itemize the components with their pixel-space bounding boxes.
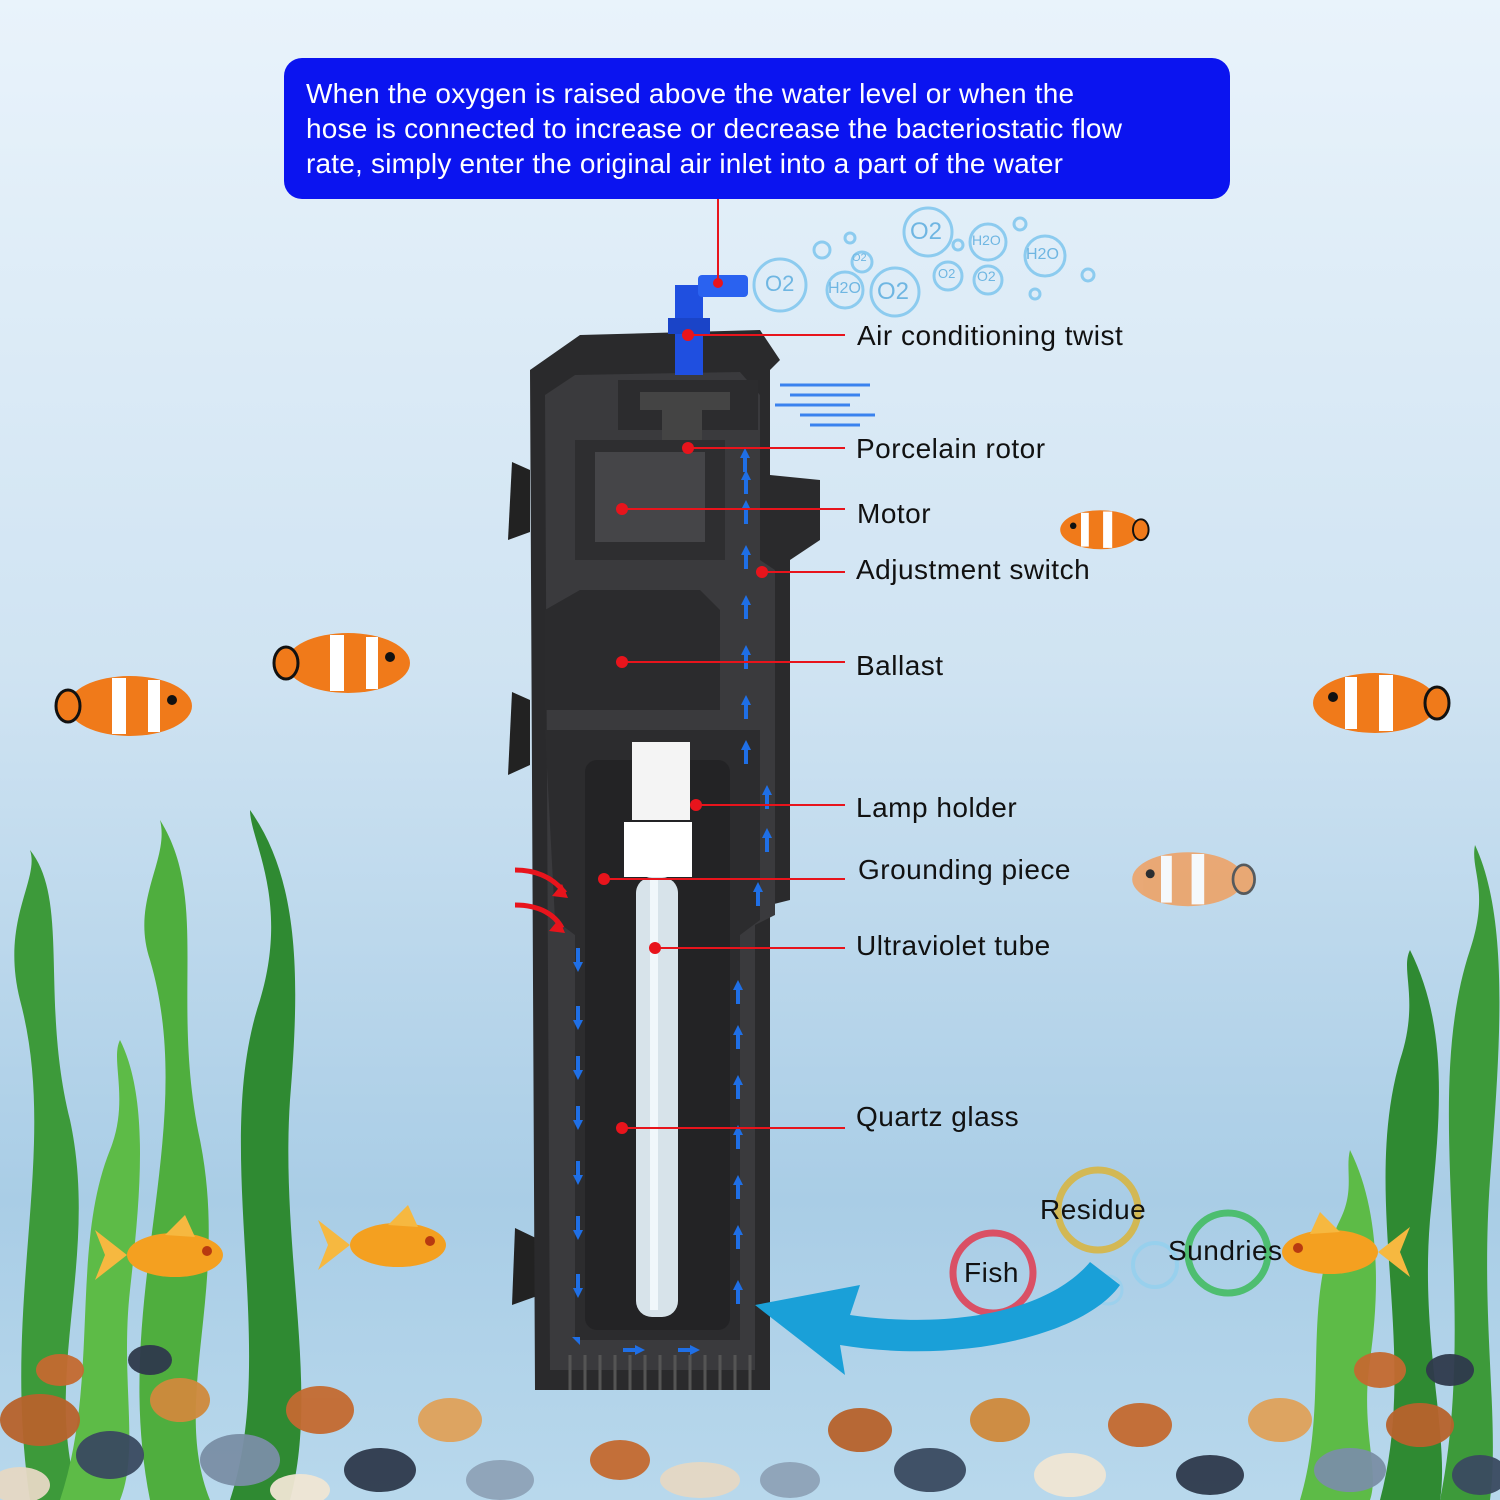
label-porcelain-rotor: Porcelain rotor [856, 433, 1046, 464]
goldfish-3 [1282, 1212, 1410, 1277]
seaweed-left-2 [139, 820, 210, 1500]
label-fish: Fish [964, 1257, 1019, 1288]
callout-line-3: rate, simply enter the original air inle… [306, 148, 1064, 179]
label-motor: Motor [857, 498, 932, 529]
clownfish-3 [1313, 673, 1451, 733]
clownfish-5 [1132, 852, 1256, 907]
callout-line-1: When the oxygen is raised above the wate… [306, 78, 1075, 109]
ballast-block [545, 590, 720, 710]
bubble-o2-5: O2 [938, 266, 956, 281]
bubble-o2-6: O2 [852, 252, 867, 264]
lamp-holder-white [632, 742, 690, 820]
label-residue: Residue [1040, 1194, 1147, 1225]
seaweed-left-3 [230, 810, 302, 1500]
bubble-o2-3: O2 [910, 218, 943, 245]
label-ballast: Ballast [856, 650, 944, 681]
label-ultraviolet-tube: Ultraviolet tube [856, 930, 1051, 961]
label-lamp-holder: Lamp holder [856, 792, 1018, 823]
goldfish-2 [318, 1205, 446, 1270]
label-adjustment-switch: Adjustment switch [856, 554, 1091, 585]
bottom-grille [568, 1355, 752, 1390]
goldfish-1 [95, 1215, 223, 1280]
label-air-conditioning-twist: Air conditioning twist [857, 320, 1124, 351]
outflow-dashes [775, 383, 875, 427]
suction-cup-2 [508, 692, 530, 775]
leader-dots [598, 278, 768, 1134]
suction-cup-1 [508, 462, 530, 540]
pebbles [0, 1345, 1500, 1500]
seaweed-left-1 [14, 850, 80, 1500]
suction-cup-3 [512, 1228, 540, 1305]
clownfish-1 [54, 676, 192, 736]
bubble-h2o-3: H2O [1026, 246, 1059, 263]
bubble-o2-2: O2 [877, 278, 910, 305]
return-arrow [755, 1262, 1120, 1375]
clownfish-4 [1060, 510, 1150, 550]
label-grounding-piece: Grounding piece [858, 854, 1071, 885]
bubble-h2o-1: H2O [828, 280, 861, 297]
water-flow-arrows [572, 448, 772, 1355]
bubble-o2-4: O2 [977, 268, 996, 284]
label-sundries: Sundries [1168, 1235, 1283, 1266]
label-quartz-glass: Quartz glass [856, 1101, 1020, 1132]
seaweed-right-1 [1440, 845, 1500, 1500]
callout-line-2: hose is connected to increase or decreas… [306, 113, 1123, 144]
bubble-h2o-2: H2O [972, 232, 1001, 248]
info-callout: When the oxygen is raised above the wate… [284, 58, 1230, 199]
leader-lines [604, 199, 845, 1129]
bubble-o2-1: O2 [765, 271, 795, 296]
bubble-cluster [752, 206, 1096, 318]
clownfish-2 [272, 633, 410, 693]
